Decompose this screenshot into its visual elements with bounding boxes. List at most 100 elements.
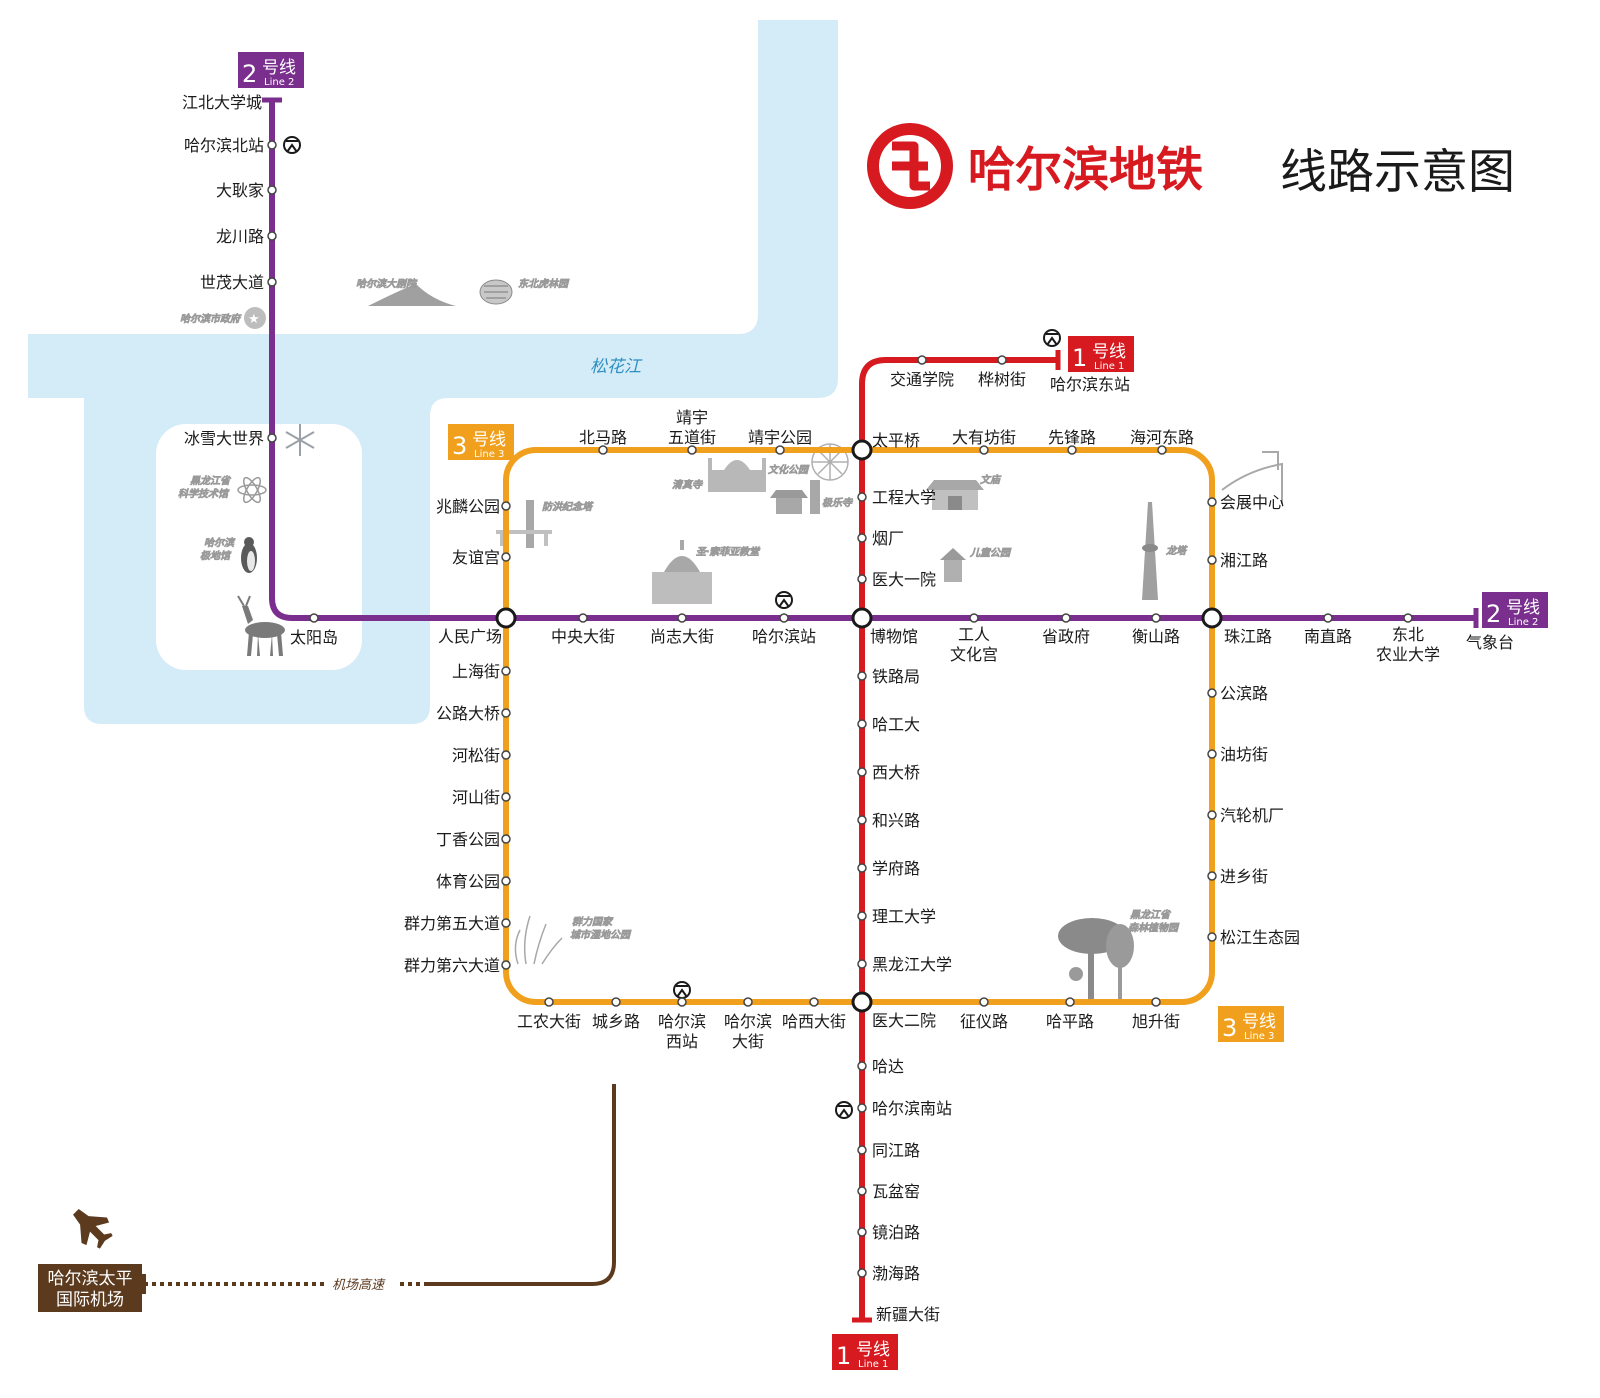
station-marker[interactable] xyxy=(857,533,867,543)
station-label[interactable]: 哈平路 xyxy=(1046,1012,1094,1031)
station-marker[interactable] xyxy=(857,911,867,921)
station-marker[interactable] xyxy=(501,666,511,676)
station-label[interactable]: 同江路 xyxy=(872,1141,920,1160)
station-marker[interactable] xyxy=(267,231,277,241)
interchange-marker[interactable] xyxy=(851,439,873,461)
station-marker[interactable] xyxy=(857,863,867,873)
station-label[interactable]: 东北 xyxy=(1392,625,1424,644)
station-label[interactable]: 农业大学 xyxy=(1376,645,1440,664)
station-marker[interactable] xyxy=(1157,445,1167,455)
station-label[interactable]: 镜泊路 xyxy=(872,1223,920,1242)
station-marker[interactable] xyxy=(501,708,511,718)
station-label[interactable]: 中央大街 xyxy=(551,627,615,646)
station-marker[interactable] xyxy=(979,997,989,1007)
station-label[interactable]: 群力第五大道 xyxy=(404,914,500,933)
station-marker[interactable] xyxy=(779,613,789,623)
station-label[interactable]: 会展中心 xyxy=(1220,493,1284,512)
station-label[interactable]: 旭升街 xyxy=(1132,1012,1180,1031)
station-label[interactable]: 哈尔滨站 xyxy=(752,627,816,646)
station-label[interactable]: 征仪路 xyxy=(960,1012,1008,1031)
station-marker[interactable] xyxy=(857,719,867,729)
station-label[interactable]: 哈尔滨东站 xyxy=(1050,375,1130,394)
station-label[interactable]: 北马路 xyxy=(579,428,627,447)
station-marker[interactable] xyxy=(979,445,989,455)
station-marker[interactable] xyxy=(857,1061,867,1071)
station-label[interactable]: 哈尔滨南站 xyxy=(872,1099,952,1118)
station-label[interactable]: 珠江路 xyxy=(1224,627,1272,646)
station-marker[interactable] xyxy=(501,960,511,970)
station-marker[interactable] xyxy=(1151,997,1161,1007)
station-marker[interactable] xyxy=(677,613,687,623)
station-label[interactable]: 靖宇 xyxy=(676,408,708,427)
station-label[interactable]: 学府路 xyxy=(872,859,920,878)
station-marker[interactable] xyxy=(1403,613,1413,623)
station-marker[interactable] xyxy=(544,997,554,1007)
station-label[interactable]: 瓦盆窑 xyxy=(872,1182,920,1201)
station-label[interactable]: 南直路 xyxy=(1304,627,1352,646)
station-marker[interactable] xyxy=(309,613,319,623)
station-label[interactable]: 城乡路 xyxy=(592,1012,640,1031)
station-label[interactable]: 丁香公园 xyxy=(436,830,500,849)
station-label[interactable]: 汽轮机厂 xyxy=(1220,806,1284,825)
station-label[interactable]: 工程大学 xyxy=(872,488,936,507)
station-marker[interactable] xyxy=(1207,497,1217,507)
station-label[interactable]: 衡山路 xyxy=(1132,627,1180,646)
station-marker[interactable] xyxy=(857,1103,867,1113)
station-label[interactable]: 龙川路 xyxy=(216,227,264,246)
station-marker[interactable] xyxy=(775,445,785,455)
station-label[interactable]: 医大二院 xyxy=(872,1011,936,1030)
interchange-marker[interactable] xyxy=(851,991,873,1013)
station-label[interactable]: 太阳岛 xyxy=(290,628,338,647)
station-label[interactable]: 进乡街 xyxy=(1220,867,1268,886)
station-label[interactable]: 兆麟公园 xyxy=(436,497,500,516)
station-marker[interactable] xyxy=(1207,749,1217,759)
station-marker[interactable] xyxy=(677,997,687,1007)
station-label[interactable]: 河松街 xyxy=(452,746,500,765)
station-marker[interactable] xyxy=(917,355,927,365)
station-label[interactable]: 工农大街 xyxy=(517,1012,581,1031)
station-marker[interactable] xyxy=(1207,555,1217,565)
station-label[interactable]: 哈达 xyxy=(872,1057,904,1076)
station-marker[interactable] xyxy=(1207,871,1217,881)
station-label[interactable]: 湘江路 xyxy=(1220,551,1268,570)
station-label[interactable]: 体育公园 xyxy=(436,872,500,891)
station-marker[interactable] xyxy=(1061,613,1071,623)
station-marker[interactable] xyxy=(809,997,819,1007)
station-marker[interactable] xyxy=(997,355,1007,365)
station-label[interactable]: 松江生态园 xyxy=(1220,928,1300,947)
station-marker[interactable] xyxy=(501,792,511,802)
interchange-marker[interactable] xyxy=(495,607,517,629)
station-label[interactable]: 交通学院 xyxy=(890,370,954,389)
station-label[interactable]: 气象台 xyxy=(1466,633,1514,652)
interchange-marker[interactable] xyxy=(1201,607,1223,629)
station-label[interactable]: 大有坊街 xyxy=(952,428,1016,447)
station-marker[interactable] xyxy=(1067,445,1077,455)
station-marker[interactable] xyxy=(743,997,753,1007)
station-label[interactable]: 哈尔滨 xyxy=(658,1012,706,1031)
station-label[interactable]: 西大桥 xyxy=(872,763,920,782)
station-label[interactable]: 人民广场 xyxy=(438,627,502,646)
station-marker[interactable] xyxy=(1207,932,1217,942)
station-marker[interactable] xyxy=(857,767,867,777)
station-label[interactable]: 哈尔滨北站 xyxy=(184,136,264,155)
station-label[interactable]: 哈西大街 xyxy=(782,1012,846,1031)
station-marker[interactable] xyxy=(501,918,511,928)
station-label[interactable]: 哈尔滨 xyxy=(724,1012,772,1031)
station-marker[interactable] xyxy=(598,445,608,455)
station-label[interactable]: 铁路局 xyxy=(872,667,920,686)
station-marker[interactable] xyxy=(1151,613,1161,623)
station-label[interactable]: 公滨路 xyxy=(1220,684,1268,703)
station-marker[interactable] xyxy=(969,613,979,623)
station-marker[interactable] xyxy=(1207,688,1217,698)
station-marker[interactable] xyxy=(687,445,697,455)
station-marker[interactable] xyxy=(857,1186,867,1196)
station-marker[interactable] xyxy=(611,997,621,1007)
station-label[interactable]: 公路大桥 xyxy=(436,704,500,723)
station-label[interactable]: 医大一院 xyxy=(872,570,936,589)
station-marker[interactable] xyxy=(857,815,867,825)
station-label[interactable]: 黑龙江大学 xyxy=(872,955,952,974)
station-marker[interactable] xyxy=(857,492,867,502)
station-label[interactable]: 工人 xyxy=(958,625,990,644)
station-label[interactable]: 省政府 xyxy=(1042,627,1090,646)
station-label[interactable]: 世茂大道 xyxy=(200,273,264,292)
